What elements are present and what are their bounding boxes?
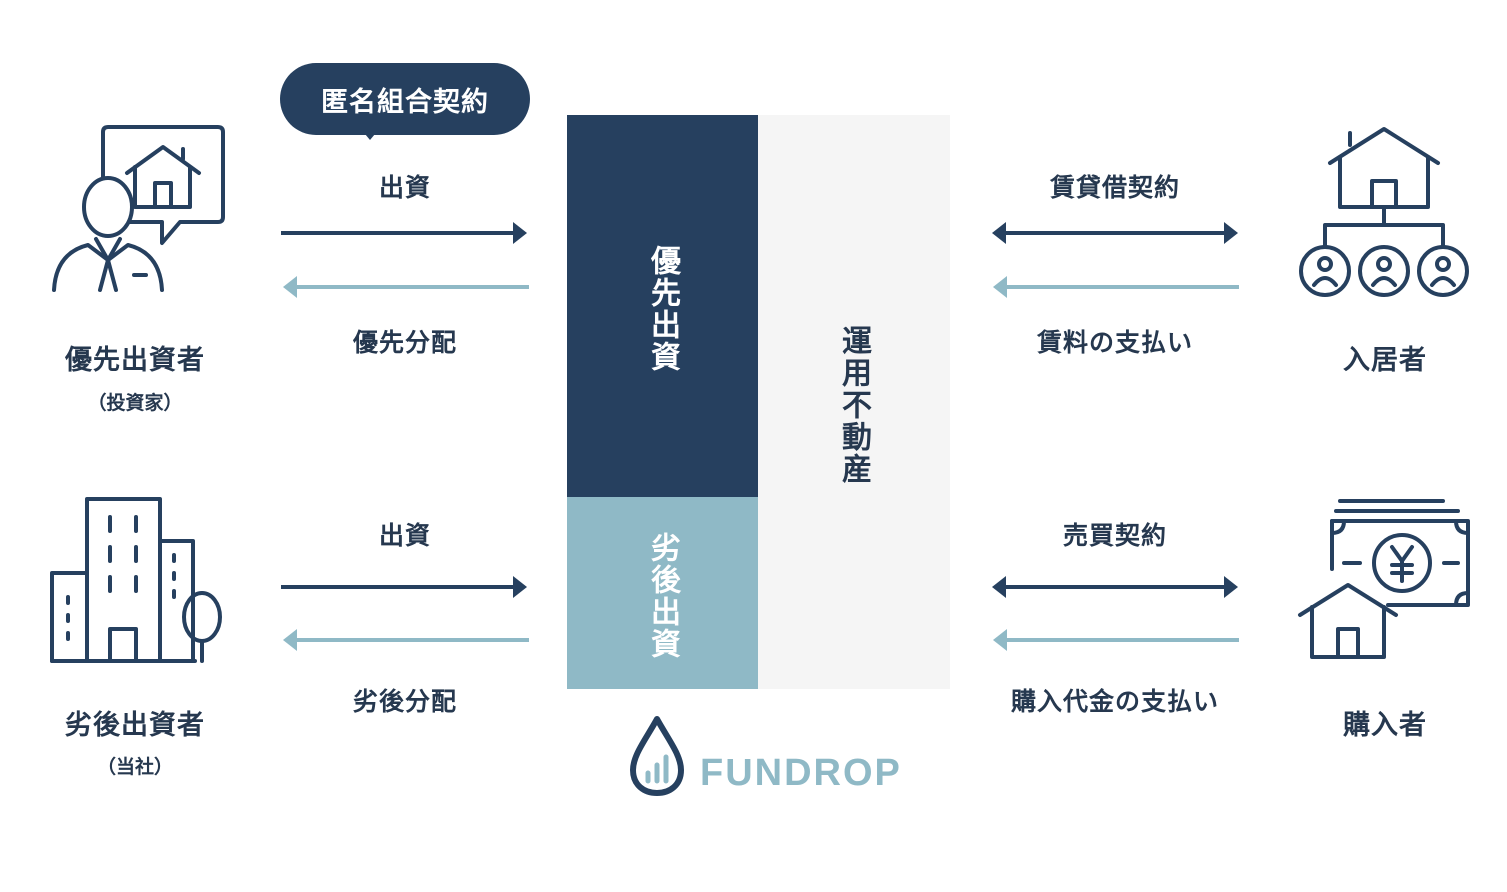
junior-distribution-arrow [283, 629, 529, 651]
property-label: 運用不動産 [836, 325, 871, 485]
money-house-icon [1298, 497, 1473, 662]
senior-investor-sub: （投資家） [87, 392, 183, 414]
property-block [758, 115, 950, 689]
lease-contract-label: 賃貸借契約 [1049, 173, 1180, 202]
junior-equity-label: 劣後出資 [645, 532, 680, 660]
senior-investor-name: 優先出資者 [65, 345, 205, 376]
junior-investor-sub: （当社） [96, 756, 173, 778]
senior-equity-block [567, 115, 758, 497]
sale-contract-arrow [992, 576, 1238, 598]
junior-equity-block [567, 497, 758, 689]
contract-badge: 匿名組合契約 [280, 63, 530, 135]
building-icon [50, 495, 230, 665]
senior-investment-arrow [281, 222, 527, 244]
junior-investor-name: 劣後出資者 [65, 710, 205, 741]
junior-investment-arrow [281, 576, 527, 598]
junior-investment-label: 出資 [378, 521, 431, 550]
contract-badge-label: 匿名組合契約 [321, 86, 489, 118]
fundrop-drop-icon [628, 715, 686, 797]
senior-equity-label: 優先出資 [645, 245, 680, 373]
senior-investment-label: 出資 [378, 173, 431, 202]
junior-distribution-label: 劣後分配 [352, 687, 457, 716]
senior-distribution-label: 優先分配 [352, 328, 457, 357]
lease-contract-arrow [992, 222, 1238, 244]
tenant-name: 入居者 [1343, 345, 1427, 376]
purchase-payment-arrow [993, 629, 1239, 651]
sale-contract-label: 売買契約 [1062, 521, 1167, 550]
buyer-name: 購入者 [1343, 710, 1427, 741]
investor-house-icon [50, 125, 230, 300]
rent-payment-arrow [993, 276, 1239, 298]
contract-badge-tail [360, 128, 380, 140]
rent-payment-label: 賃料の支払い [1036, 328, 1193, 357]
purchase-payment-label: 購入代金の支払い [1010, 687, 1219, 716]
fundrop-brand: FUNDROP [700, 752, 902, 794]
senior-distribution-arrow [283, 276, 529, 298]
tenants-house-icon [1298, 125, 1473, 300]
